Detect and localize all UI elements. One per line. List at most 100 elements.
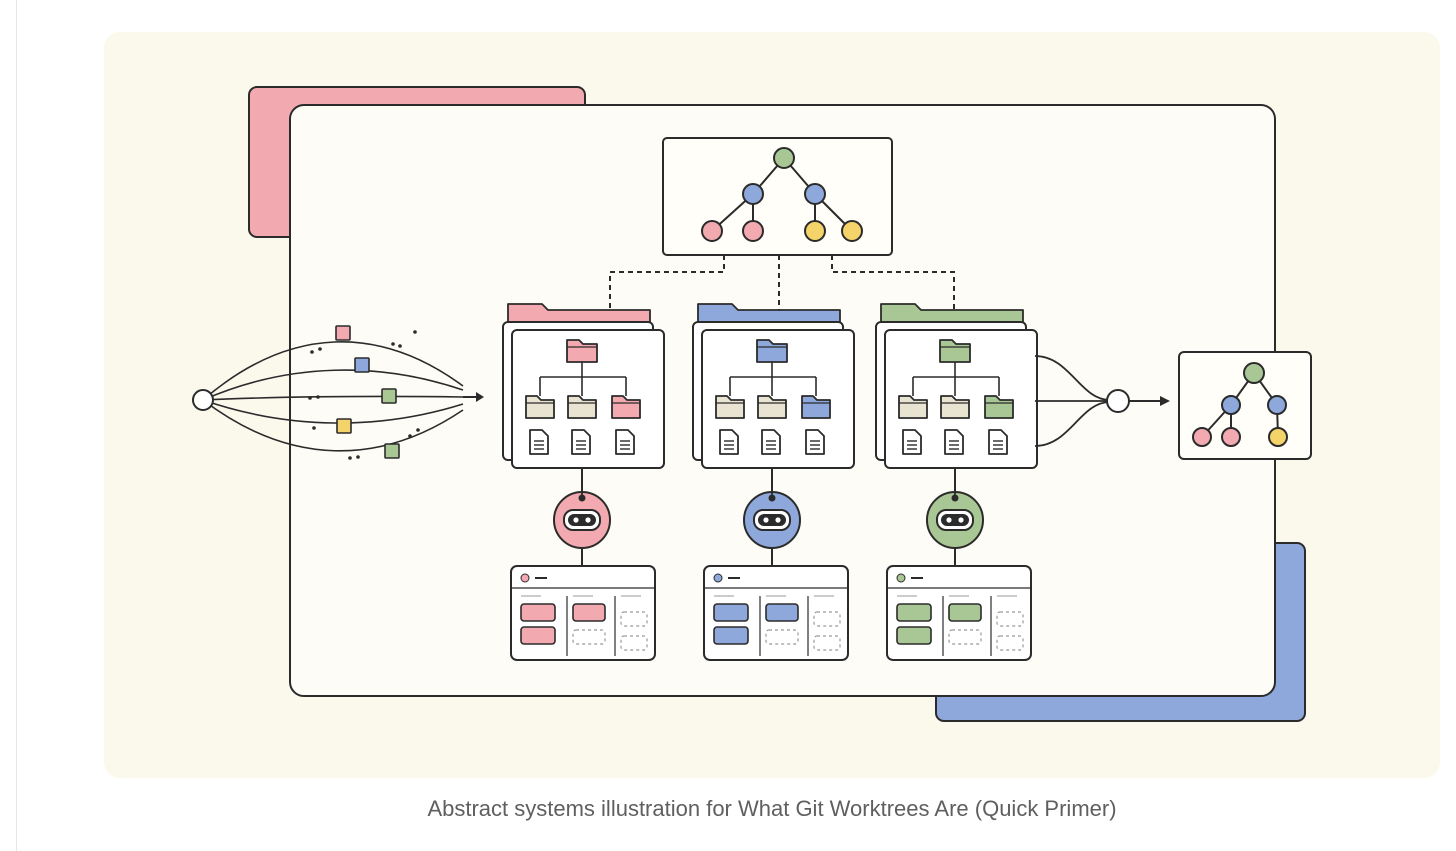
tree-graph-icon <box>701 147 863 242</box>
folder-shape <box>566 339 598 363</box>
tree-node-leaf <box>841 220 863 242</box>
robot-visor <box>568 514 596 526</box>
arrow-head-icon <box>476 392 484 402</box>
tree-node-branch <box>742 183 764 205</box>
incoming-tasks-fan <box>192 325 484 460</box>
task-stream-curve <box>202 399 464 424</box>
document-shape <box>615 429 635 455</box>
board-card <box>896 603 932 622</box>
subfolder-icon <box>611 395 641 419</box>
document-shape <box>988 429 1008 455</box>
task-square <box>336 418 352 434</box>
subfolder-icon <box>898 395 928 419</box>
worktree-root-folder-icon <box>756 339 788 363</box>
stream-dot <box>308 396 312 400</box>
document-icon <box>719 429 739 455</box>
document-shape <box>719 429 739 455</box>
arrow-head-icon <box>1160 396 1170 406</box>
kanban-board-icon <box>703 565 849 661</box>
subfolder-icon <box>984 395 1014 419</box>
task-square <box>381 388 397 404</box>
board-dot <box>896 573 906 583</box>
tree-node-leaf <box>1192 427 1212 447</box>
stream-dot <box>318 347 322 351</box>
robot-eye <box>763 517 769 523</box>
stream-dot <box>398 344 402 348</box>
board-card <box>765 603 799 622</box>
board-card <box>713 603 749 622</box>
robot-visor <box>758 514 786 526</box>
robot-eye <box>946 517 952 523</box>
board-card-placeholder <box>572 629 606 645</box>
task-square <box>354 357 370 373</box>
folder-shape <box>898 395 928 419</box>
board-dot <box>520 573 530 583</box>
page-left-rule <box>16 0 17 851</box>
worktree-pink <box>502 303 665 661</box>
tree-node-leaf <box>1268 427 1288 447</box>
document-icon <box>902 429 922 455</box>
worktrees-diagram <box>192 86 1312 722</box>
task-square <box>384 443 400 459</box>
folder-shape <box>939 339 971 363</box>
folder-shape <box>940 395 970 419</box>
document-shape <box>944 429 964 455</box>
robot-eye <box>573 517 579 523</box>
robot-icon <box>553 491 611 549</box>
stream-dot <box>391 342 395 346</box>
subfolder-icon <box>801 395 831 419</box>
worktree-root-folder-icon <box>939 339 971 363</box>
document-shape <box>805 429 825 455</box>
robot-antenna-tip <box>951 494 959 502</box>
robot-eye <box>775 517 781 523</box>
board-card-placeholder <box>948 629 982 645</box>
stream-dot <box>413 330 417 334</box>
document-shape <box>761 429 781 455</box>
document-shape <box>571 429 591 455</box>
worktree-folder-tab <box>697 303 841 322</box>
robot-eye <box>958 517 964 523</box>
subfolder-icon <box>525 395 555 419</box>
board-card <box>713 626 749 645</box>
document-icon <box>615 429 635 455</box>
board-card <box>948 603 982 622</box>
tree-node-branch <box>1221 395 1241 415</box>
subfolder-icon <box>567 395 597 419</box>
subfolder-icon <box>715 395 745 419</box>
stream-dot <box>408 434 412 438</box>
stream-dot <box>356 455 360 459</box>
input-source-node <box>192 389 214 411</box>
tree-node-branch <box>1267 395 1287 415</box>
stream-dot <box>316 395 320 399</box>
tree-node-leaf <box>1221 427 1241 447</box>
kanban-board-icon <box>510 565 656 661</box>
figure-caption: Abstract systems illustration for What G… <box>427 796 1117 821</box>
document-icon <box>944 429 964 455</box>
robot-icon <box>926 491 984 549</box>
subfolder-icon <box>757 395 787 419</box>
subfolder-icon <box>940 395 970 419</box>
robot-antenna-tip <box>768 494 776 502</box>
worktree-root-folder-icon <box>566 339 598 363</box>
document-shape <box>529 429 549 455</box>
worktree-green <box>875 303 1038 661</box>
tree-node-leaf <box>804 220 826 242</box>
worktree-folder-tab <box>880 303 1024 322</box>
merge-curve <box>1034 355 1111 401</box>
tree-node-leaf <box>742 220 764 242</box>
document-icon <box>529 429 549 455</box>
task-square <box>335 325 351 341</box>
robot-eye <box>585 517 591 523</box>
board-card <box>520 603 556 622</box>
folder-shape <box>567 395 597 419</box>
folder-shape <box>756 339 788 363</box>
document-icon <box>571 429 591 455</box>
folder-shape <box>715 395 745 419</box>
board-card <box>896 626 932 645</box>
tree-graph-icon <box>1192 362 1288 447</box>
board-card <box>520 626 556 645</box>
document-icon <box>805 429 825 455</box>
task-stream-curve <box>202 341 464 401</box>
folder-shape <box>984 395 1014 419</box>
document-shape <box>902 429 922 455</box>
